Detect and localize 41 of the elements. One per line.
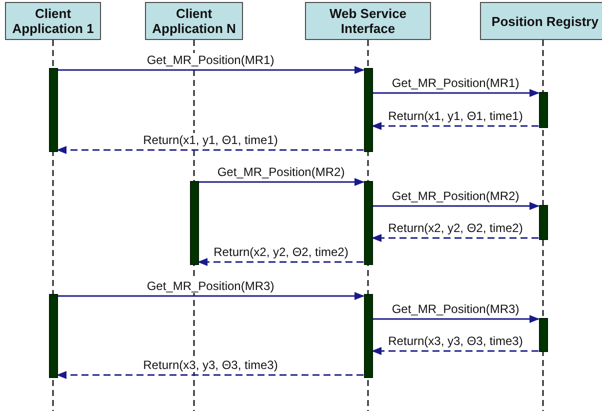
activation-bar (48, 294, 58, 378)
message-arrow (372, 122, 538, 130)
message-label: Get_MR_Position(MR2) (216, 165, 346, 179)
message-arrow (56, 371, 364, 379)
message-label: Get_MR_Position(MR3) (390, 302, 520, 316)
message-arrow (58, 66, 364, 74)
activation-bar (190, 181, 198, 265)
lifeline-header (5, 2, 101, 40)
message-label: Return(x2, y2, Θ2, time2) (212, 245, 350, 259)
message-arrow (372, 315, 540, 323)
lifeline-header (305, 2, 431, 40)
message-arrow (58, 292, 364, 300)
message-arrow (372, 89, 540, 97)
message-arrow (372, 347, 538, 355)
message-label: Return(x1, y1, Θ1, time1) (142, 133, 279, 147)
lifeline-header (145, 2, 243, 40)
message-arrow (198, 258, 364, 266)
message-label: Get_MR_Position(MR2) (390, 189, 520, 203)
activation-bar (48, 68, 58, 152)
message-label: Return(x2, y2, Θ2, time2) (387, 221, 524, 235)
message-label: Get_MR_Position(MR3) (146, 279, 276, 293)
participant-name: Client Application N (151, 6, 237, 36)
message-label: Get_MR_Position(MR1) (146, 53, 276, 67)
message-label: Return(x1, y1, Θ1, time1) (387, 109, 524, 123)
activation-bar (364, 68, 372, 152)
message-arrow (372, 234, 538, 242)
activation-bar (538, 92, 548, 128)
message-arrow (198, 178, 364, 186)
message-arrow (372, 202, 540, 210)
message-arrow (56, 146, 364, 154)
activation-bar (364, 294, 372, 378)
participant-name: Position Registry (492, 14, 598, 28)
message-label: Get_MR_Position(MR1) (390, 76, 520, 90)
activation-bar (538, 318, 548, 352)
activation-bar (364, 181, 372, 265)
message-label: Return(x3, y3, Θ3, time3) (142, 358, 279, 372)
activation-bar (538, 205, 548, 240)
participant-name: Web Service Interface (328, 6, 408, 36)
participant-name: Client Application 1 (11, 6, 95, 36)
lifeline-header (480, 2, 602, 40)
message-label: Return(x3, y3, Θ3, time3) (387, 334, 524, 348)
